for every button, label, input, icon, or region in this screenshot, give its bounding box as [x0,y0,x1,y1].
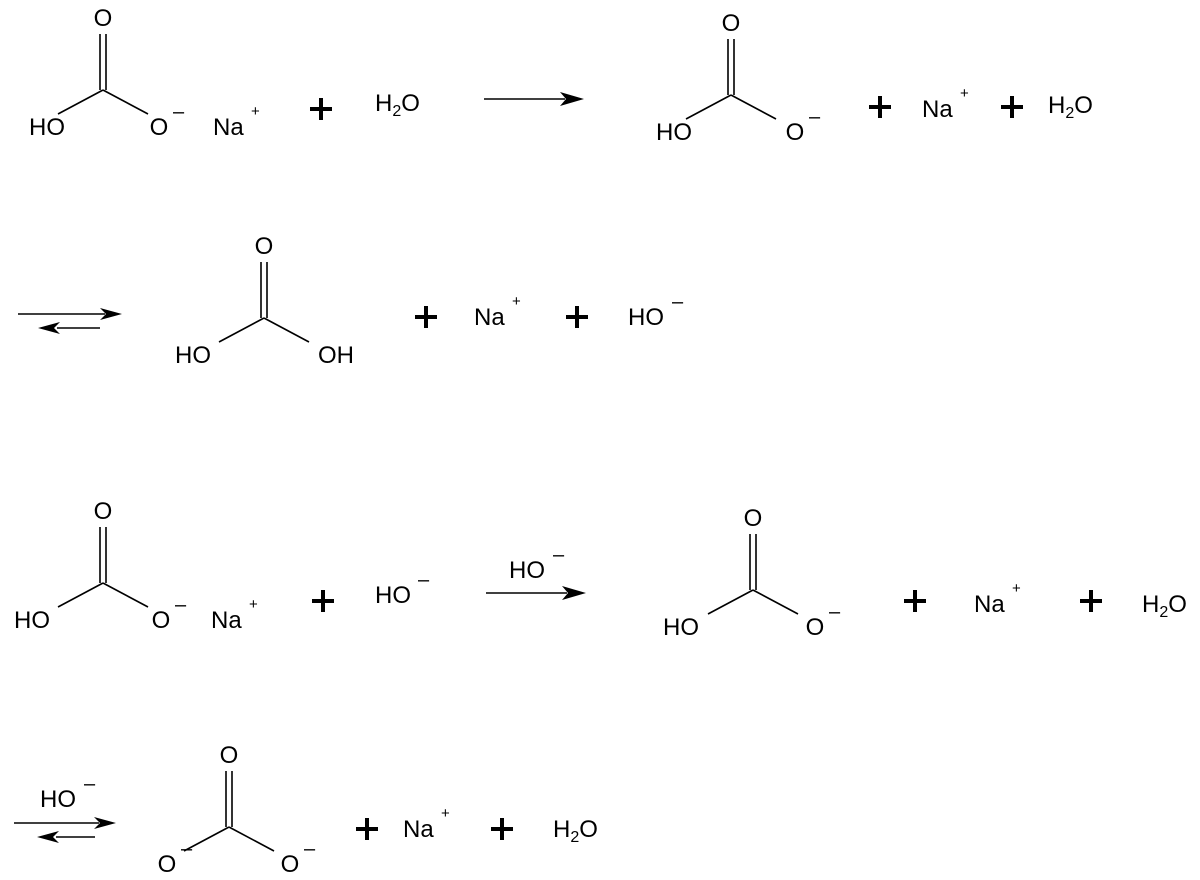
svg-text:HO: HO [628,304,664,331]
oxide-oxygen: O [281,851,300,878]
plus-sign [354,816,380,842]
carbonyl-oxygen: O [94,498,113,525]
hydroxide-ion: HO – [628,291,684,331]
sodium-label: Na [211,607,242,634]
hydroxyl-label: HO [656,119,692,146]
water: H2O [375,90,420,120]
oxide-oxygen: O [158,851,177,878]
negative-charge: – [175,594,187,616]
svg-text:+: + [512,293,521,310]
plus-sign [564,304,590,330]
negative-charge: – [829,601,841,623]
negative-charge: – [181,838,193,860]
svg-text:+: + [1012,580,1021,597]
oxide-oxygen: O [806,614,825,641]
positive-charge: + [251,103,260,120]
hydroxyl-label: HO [14,607,50,634]
svg-text:–: – [418,569,430,591]
hydroxyl-label: HO [175,342,211,369]
svg-text:Na: Na [922,96,953,123]
carbonyl-oxygen: O [744,505,763,532]
oxide-oxygen: O [786,119,805,146]
carbonyl-oxygen: O [722,10,741,37]
plus-sign [1078,588,1104,614]
sodium-bicarbonate-1: O HO O – Na + [29,5,260,141]
reagent-label: HO [509,557,545,584]
reagent-label: HO [40,786,76,813]
sodium-ion: Na + [403,805,450,843]
plus-sign [489,816,515,842]
sodium-ion: Na + [922,85,969,123]
svg-text:Na: Na [403,816,434,843]
carbonyl-oxygen: O [220,742,239,769]
negative-charge: – [304,838,316,860]
sodium-ion: Na + [974,580,1021,618]
negative-charge: – [809,106,821,128]
svg-text:+: + [441,805,450,822]
svg-text:Na: Na [474,304,505,331]
hydroxyl-label: HO [663,614,699,641]
oxide-oxygen: O [150,114,169,141]
svg-text:+: + [960,85,969,102]
sodium-label: Na [213,114,244,141]
svg-text:Na: Na [974,591,1005,618]
reaction-arrow [484,92,584,106]
bicarbonate-ion-1: O HO O – [656,10,821,146]
hydroxide-ion: HO – [375,569,430,609]
reagent-charge: – [84,773,96,795]
row-2: O HO OH Na + HO – [18,233,684,369]
plus-sign [413,304,439,330]
row-1: O HO O – Na + H2O O HO O – Na + H2O [29,5,1093,146]
carbonyl-oxygen: O [255,233,274,260]
plus-sign [999,94,1025,120]
svg-text:–: – [672,291,684,313]
water: H2O [553,816,598,846]
carbonyl-oxygen: O [94,5,113,32]
reaction-arrow-with-reagent: HO – [486,544,586,600]
negative-charge: – [173,101,185,123]
plus-sign [308,96,334,122]
equilibrium-arrow [18,308,122,334]
plus-sign [902,588,928,614]
plus-sign [310,588,336,614]
hydroxyl-label: OH [318,342,354,369]
water: H2O [1142,591,1187,621]
reagent-charge: – [553,544,565,566]
equilibrium-arrow-with-reagent: HO – [14,773,116,843]
carbonic-acid: O HO OH [175,233,354,369]
water: H2O [1048,92,1093,122]
sodium-ion: Na + [474,293,521,331]
oxide-oxygen: O [152,607,171,634]
plus-sign [867,94,893,120]
carbonate-ion: O O – O – [158,742,316,878]
hydroxyl-label: HO [29,114,65,141]
row-3: O HO O – Na + HO – HO – O HO O – Na + [14,498,1187,641]
svg-text:HO: HO [375,582,411,609]
bicarbonate-ion-2: O HO O – [663,505,841,641]
sodium-bicarbonate-2: O HO O – Na + [14,498,258,634]
positive-charge: + [249,596,258,613]
row-4: HO – O O – O – Na + H2O [14,742,598,878]
